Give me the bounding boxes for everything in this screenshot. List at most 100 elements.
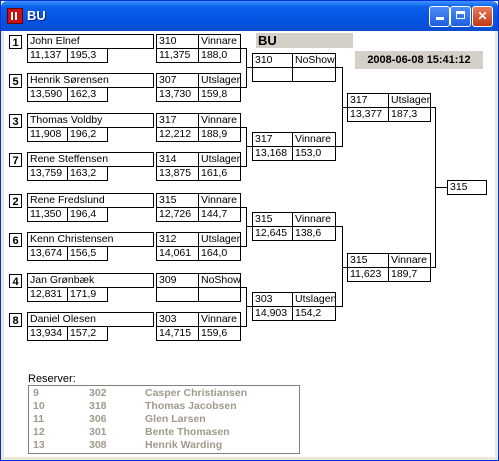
entry-speed[interactable]: 188,0: [198, 48, 241, 63]
minimize-button[interactable]: [429, 6, 450, 27]
entry-time[interactable]: [252, 67, 293, 82]
entry-time[interactable]: 14,715: [156, 326, 199, 341]
entry-time[interactable]: 12,645: [252, 226, 293, 241]
seed-number[interactable]: 8: [9, 313, 22, 327]
driver-time[interactable]: 13,674: [27, 246, 68, 261]
entry-number[interactable]: 307: [156, 73, 199, 88]
entry-time[interactable]: 14,061: [156, 246, 199, 261]
entry-time[interactable]: 13,377: [347, 107, 389, 122]
entry-result[interactable]: Vinnare: [198, 193, 241, 208]
entry-speed[interactable]: 159,6: [198, 326, 241, 341]
driver-speed[interactable]: 195,3: [67, 48, 108, 63]
entry-speed[interactable]: 161,6: [198, 166, 241, 181]
entry-number[interactable]: 317: [156, 113, 199, 128]
entry-speed[interactable]: 154,2: [292, 306, 336, 321]
title-bar[interactable]: BU ✕: [1, 1, 498, 31]
entry-result[interactable]: Utslagen: [198, 73, 241, 88]
driver-speed[interactable]: 162,3: [67, 87, 108, 102]
entry-time[interactable]: 14,903: [252, 306, 293, 321]
entry-result[interactable]: Vinnare: [292, 132, 336, 147]
entry-number[interactable]: 314: [156, 152, 199, 167]
driver-name[interactable]: Jan Grønbæk: [27, 273, 154, 288]
seed-number[interactable]: 6: [9, 233, 22, 247]
driver-name[interactable]: Rene Fredslund: [27, 193, 154, 208]
entry-time[interactable]: 13,168: [252, 146, 293, 161]
driver-time[interactable]: 12,831: [27, 287, 68, 302]
entry-number[interactable]: 309: [156, 273, 199, 288]
entry-speed[interactable]: 187,3: [388, 107, 431, 122]
entry-result[interactable]: Utslagen: [292, 292, 336, 307]
entry-time[interactable]: 13,730: [156, 87, 199, 102]
entry-time[interactable]: [156, 287, 199, 302]
driver-time[interactable]: 13,759: [27, 166, 68, 181]
app-icon[interactable]: [7, 8, 23, 24]
entry-time[interactable]: 12,726: [156, 207, 199, 222]
entry-speed[interactable]: 164,0: [198, 246, 241, 261]
driver-time[interactable]: 11,137: [27, 48, 68, 63]
entry-number[interactable]: 315: [156, 193, 199, 208]
entry-result[interactable]: NoShow: [292, 53, 336, 68]
entry-time[interactable]: 11,623: [347, 267, 389, 282]
entry-speed[interactable]: [292, 67, 336, 82]
driver-speed[interactable]: 163,2: [67, 166, 108, 181]
driver-name[interactable]: Daniel Olesen: [27, 312, 154, 327]
maximize-button[interactable]: [450, 6, 471, 27]
seed-number[interactable]: 3: [9, 114, 22, 128]
entry-time[interactable]: 11,375: [156, 48, 199, 63]
entry-number[interactable]: 303: [252, 292, 293, 307]
entry-speed[interactable]: 188,9: [198, 127, 241, 142]
seed-number[interactable]: 1: [9, 35, 22, 49]
seed-number[interactable]: 4: [9, 274, 22, 288]
driver-time[interactable]: 11,350: [27, 207, 68, 222]
driver-speed[interactable]: 156,5: [67, 246, 108, 261]
final-winner[interactable]: 315: [447, 180, 487, 195]
entry-result[interactable]: Vinnare: [198, 34, 241, 49]
driver-speed[interactable]: 157,2: [67, 326, 108, 341]
entry-result[interactable]: Utslagen: [388, 93, 431, 108]
driver-time[interactable]: 11,908: [27, 127, 68, 142]
seed-number[interactable]: 5: [9, 74, 22, 88]
entry-speed[interactable]: 159,8: [198, 87, 241, 102]
entry-number[interactable]: 310: [252, 53, 293, 68]
entry-speed[interactable]: [198, 287, 241, 302]
driver-name[interactable]: Rene Steffensen: [27, 152, 154, 167]
entry-number[interactable]: 310: [156, 34, 199, 49]
entry-speed[interactable]: 153,0: [292, 146, 336, 161]
entry-number[interactable]: 317: [347, 93, 389, 108]
driver-name[interactable]: Henrik Sørensen: [27, 73, 154, 88]
entry-number[interactable]: 315: [347, 253, 389, 268]
driver-speed[interactable]: 171,9: [67, 287, 108, 302]
entry-speed[interactable]: 189,7: [388, 267, 431, 282]
entry-result[interactable]: NoShow: [198, 273, 241, 288]
seed-number[interactable]: 7: [9, 153, 22, 167]
entry-result[interactable]: Vinnare: [198, 113, 241, 128]
entry-number[interactable]: 303: [156, 312, 199, 327]
entry-number[interactable]: 312: [156, 232, 199, 247]
close-button[interactable]: ✕: [472, 6, 493, 27]
driver-name[interactable]: Thomas Voldby: [27, 113, 154, 128]
driver-name[interactable]: Kenn Christensen: [27, 232, 154, 247]
entry-result[interactable]: Vinnare: [388, 253, 431, 268]
seed-number[interactable]: 2: [9, 194, 22, 208]
driver-name[interactable]: John Elnef: [27, 34, 154, 49]
entry-time[interactable]: 12,212: [156, 127, 199, 142]
driver-time[interactable]: 13,590: [27, 87, 68, 102]
entry-result[interactable]: Utslagen: [198, 152, 241, 167]
entry-number[interactable]: 317: [252, 132, 293, 147]
entry-speed[interactable]: 138,6: [292, 226, 336, 241]
driver-time[interactable]: 13,934: [27, 326, 68, 341]
driver-speed[interactable]: 196,2: [67, 127, 108, 142]
entry-result[interactable]: Vinnare: [198, 312, 241, 327]
entry-speed[interactable]: 144,7: [198, 207, 241, 222]
entry-number[interactable]: 315: [252, 212, 293, 227]
entry-result[interactable]: Vinnare: [292, 212, 336, 227]
driver-speed[interactable]: 196,4: [67, 207, 108, 222]
entry-result[interactable]: Utslagen: [198, 232, 241, 247]
entry-time[interactable]: 13,875: [156, 166, 199, 181]
